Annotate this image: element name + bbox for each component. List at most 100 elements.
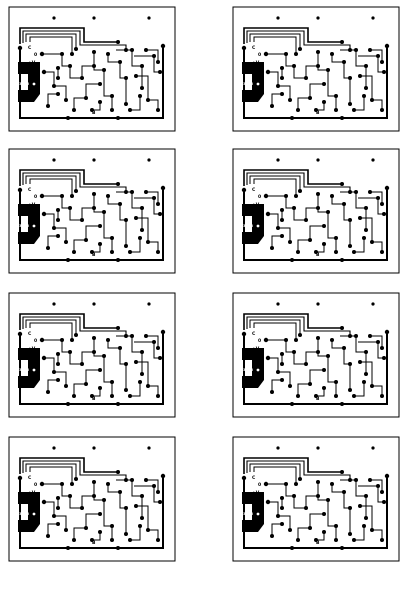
bus-trace (25, 175, 77, 191)
signal-trace (370, 335, 383, 348)
mounting-hole (371, 446, 375, 450)
bus-trace (243, 169, 342, 186)
signal-trace (358, 197, 384, 215)
label-ohm: 32.H (19, 81, 29, 86)
label-plus-v: +V (28, 490, 36, 496)
mounting-hole (147, 302, 151, 306)
bus-trace (29, 178, 73, 196)
board-8: C +V 0 32.H B (232, 436, 400, 562)
label-ch: C (252, 45, 256, 51)
bus-trace (249, 463, 301, 479)
pcb-layout: C +V 0 32.H B (8, 6, 176, 132)
bus-trace (246, 316, 351, 336)
signal-trace (316, 388, 325, 397)
signal-trace (107, 484, 127, 534)
label-zero: 0 (34, 52, 37, 58)
signal-trace (370, 49, 383, 62)
signal-trace (317, 194, 337, 252)
board-outline (8, 6, 176, 132)
mounting-hole (92, 16, 96, 20)
label-plus-v: +V (28, 346, 36, 352)
board-4: C +V 0 32.H B (232, 148, 400, 274)
mounting-hole (92, 446, 96, 450)
signal-trace (93, 52, 113, 110)
signal-trace (360, 217, 383, 252)
label-plus-v: +V (28, 202, 36, 208)
power-pad (242, 348, 264, 388)
board-outline (8, 292, 176, 418)
board-6: C +V 0 32.H B (232, 292, 400, 418)
signal-trace (271, 523, 282, 536)
bus-trace (22, 172, 127, 192)
label-ch: C (252, 331, 256, 337)
label-gnd: B (92, 252, 96, 258)
bus-trace (19, 313, 118, 330)
signal-trace (42, 53, 70, 67)
pad-group (241, 326, 390, 406)
signal-trace (47, 93, 58, 106)
signal-trace (266, 483, 294, 497)
signal-trace (92, 102, 101, 111)
signal-trace (146, 49, 159, 62)
signal-trace (358, 485, 384, 503)
ground-trace (243, 476, 388, 549)
label-ch: C (252, 475, 256, 481)
signal-trace (331, 54, 351, 104)
signal-trace (146, 191, 159, 204)
label-zero: 0 (34, 194, 37, 200)
board-outline (232, 292, 400, 418)
signal-trace (134, 197, 160, 215)
signal-trace (42, 483, 70, 497)
mounting-hole (147, 446, 151, 450)
signal-trace (317, 52, 337, 110)
label-gnd: B (316, 540, 320, 546)
mounting-hole (52, 446, 56, 450)
signal-trace (370, 479, 383, 492)
bus-trace (22, 316, 127, 336)
signal-trace (354, 96, 365, 111)
signal-trace (107, 196, 127, 246)
label-ohm: 32.H (243, 511, 253, 516)
ground-trace (19, 476, 164, 549)
signal-trace (93, 338, 113, 396)
label-plus-v: +V (252, 60, 260, 66)
signal-trace (358, 341, 384, 359)
bus-trace (22, 460, 127, 480)
mounting-hole (52, 16, 56, 20)
pad-group (241, 470, 390, 550)
label-plus-v: +V (252, 490, 260, 496)
bus-trace (253, 178, 297, 196)
mounting-hole (52, 302, 56, 306)
signal-trace (146, 479, 159, 492)
ground-trace (19, 188, 164, 261)
label-gnd: B (316, 110, 320, 116)
mounting-hole (276, 16, 280, 20)
signal-trace (134, 55, 160, 73)
label-zero: 0 (34, 482, 37, 488)
mounting-hole (371, 16, 375, 20)
mounting-hole (371, 158, 375, 162)
signal-trace (92, 532, 101, 541)
label-zero: 0 (258, 194, 261, 200)
mounting-hole (147, 16, 151, 20)
signal-trace (354, 382, 365, 397)
bus-trace (253, 36, 297, 54)
pad-group (241, 182, 390, 262)
ground-trace (243, 46, 388, 119)
signal-trace (266, 339, 294, 353)
ground-trace (19, 46, 164, 119)
label-zero: 0 (34, 338, 37, 344)
signal-trace (134, 485, 160, 503)
bus-trace (253, 322, 297, 340)
pad-group (17, 470, 166, 550)
signal-trace (317, 482, 337, 540)
pcb-layout: C +V 0 32.H B (8, 148, 176, 274)
label-gnd: B (92, 540, 96, 546)
pad-group (241, 40, 390, 120)
power-pad (18, 492, 40, 532)
signal-trace (360, 75, 383, 110)
signal-trace (316, 102, 325, 111)
bus-trace (19, 169, 118, 186)
signal-trace (136, 75, 159, 110)
signal-trace (331, 196, 351, 246)
